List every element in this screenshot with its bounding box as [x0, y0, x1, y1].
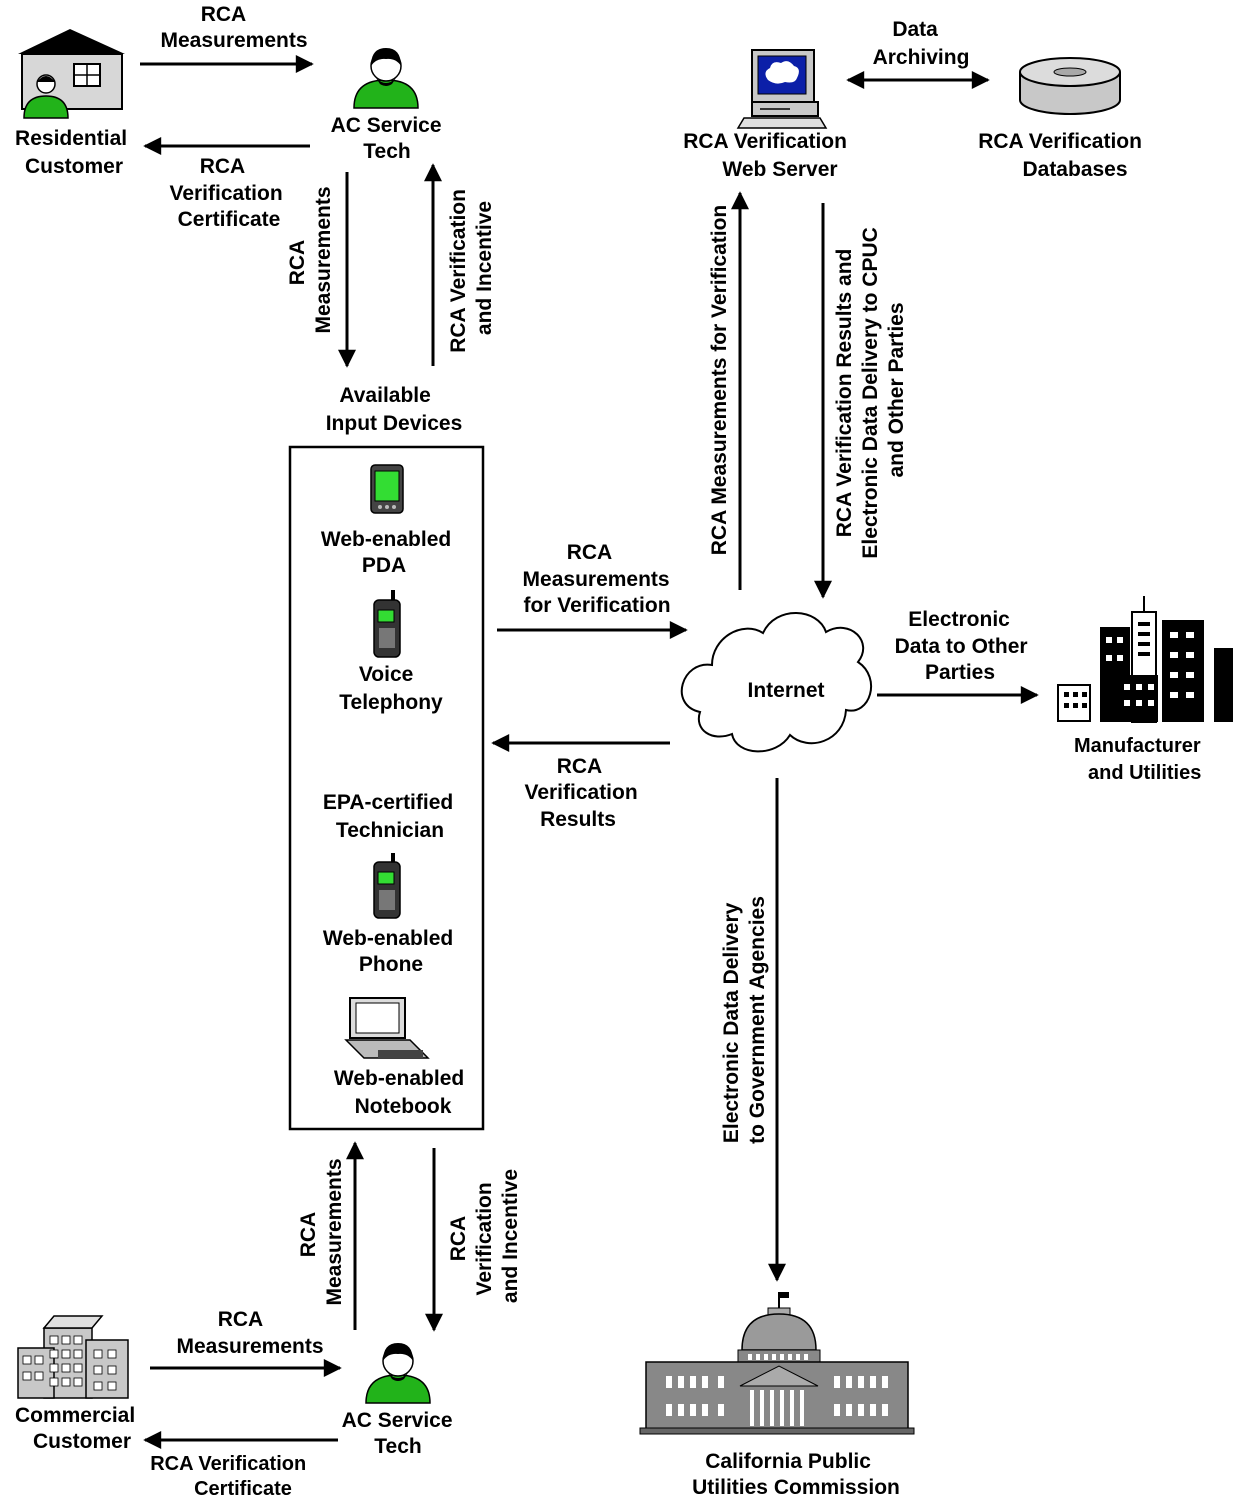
ac-service-tech-top-label: AC Service Tech — [331, 114, 448, 163]
internet-cloud-icon — [680, 612, 873, 753]
device-label-voice-telephony: Voice Telephony — [339, 663, 443, 714]
person-icon — [353, 48, 419, 109]
edge-label-devices-to-internet: RCA Measurements for Verification — [523, 541, 676, 617]
city-buildings-icon — [1057, 596, 1233, 723]
edge-label-internet-to-devices: RCA Verification Results — [524, 755, 643, 831]
capitol-building-icon — [639, 1292, 915, 1435]
edge-label-internet-to-cpuc: Electronic Data Delivery to Government A… — [720, 896, 769, 1144]
laptop-icon — [344, 997, 430, 1059]
edge-label-res-to-tech: RCA Measurements — [160, 3, 307, 52]
internet-label: Internet — [747, 679, 824, 702]
office-building-icon — [17, 1315, 129, 1399]
edge-label-data-archiving: Data Archiving — [873, 18, 970, 69]
cell-phone-icon — [373, 590, 401, 658]
manufacturers-label: Manufacturer and Utilities — [1074, 735, 1206, 784]
available-input-devices-label: Available Input Devices — [326, 384, 463, 435]
database-icon — [1019, 57, 1121, 115]
databases-label: RCA Verification Databases — [978, 130, 1148, 181]
pda-icon — [370, 464, 404, 514]
ac-service-tech-bottom-label: AC Service Tech — [342, 1409, 459, 1458]
edge-label-tech-to-res: RCA Verification Certificate — [169, 155, 288, 231]
web-server-label: RCA Verification Web Server — [683, 130, 853, 181]
edge-label-server-to-internet: RCA Verification Results and Electronic … — [833, 221, 908, 558]
person-icon — [365, 1343, 431, 1404]
edge-label-devices-to-tech: RCA Verification and Incentive — [447, 183, 496, 353]
computer-icon — [736, 49, 828, 129]
commercial-customer-label: Commercial Customer — [15, 1404, 141, 1453]
edge-label-com-to-tech: RCA Measurements — [176, 1308, 323, 1358]
edge-label-tech-to-com: RCA Verification Certificate — [150, 1453, 312, 1498]
edge-label-internet-to-manufacturers: Electronic Data to Other Parties — [895, 608, 1034, 684]
edge-label-tech-bottom-to-devices: RCA Measurements — [297, 1158, 346, 1305]
cpuc-label: California Public Utilities Commission — [692, 1450, 900, 1498]
device-label-pda: Web-enabled PDA — [321, 528, 457, 577]
device-label-notebook: Web-enabled Notebook — [334, 1067, 470, 1118]
device-label-phone: Web-enabled Phone — [323, 927, 459, 976]
residential-customer-label: Residential Customer — [15, 127, 133, 178]
cell-phone-icon — [373, 853, 401, 919]
device-label-technician: EPA-certified Technician — [323, 791, 459, 842]
edge-label-internet-to-server: RCA Measurements for Verification — [708, 205, 731, 555]
edge-label-tech-to-devices: RCA Measurements — [286, 186, 335, 333]
edge-label-devices-to-tech-bottom: RCA Verification and Incentive — [447, 1169, 522, 1303]
arrows — [140, 55, 1039, 1449]
house-icon — [18, 29, 125, 119]
